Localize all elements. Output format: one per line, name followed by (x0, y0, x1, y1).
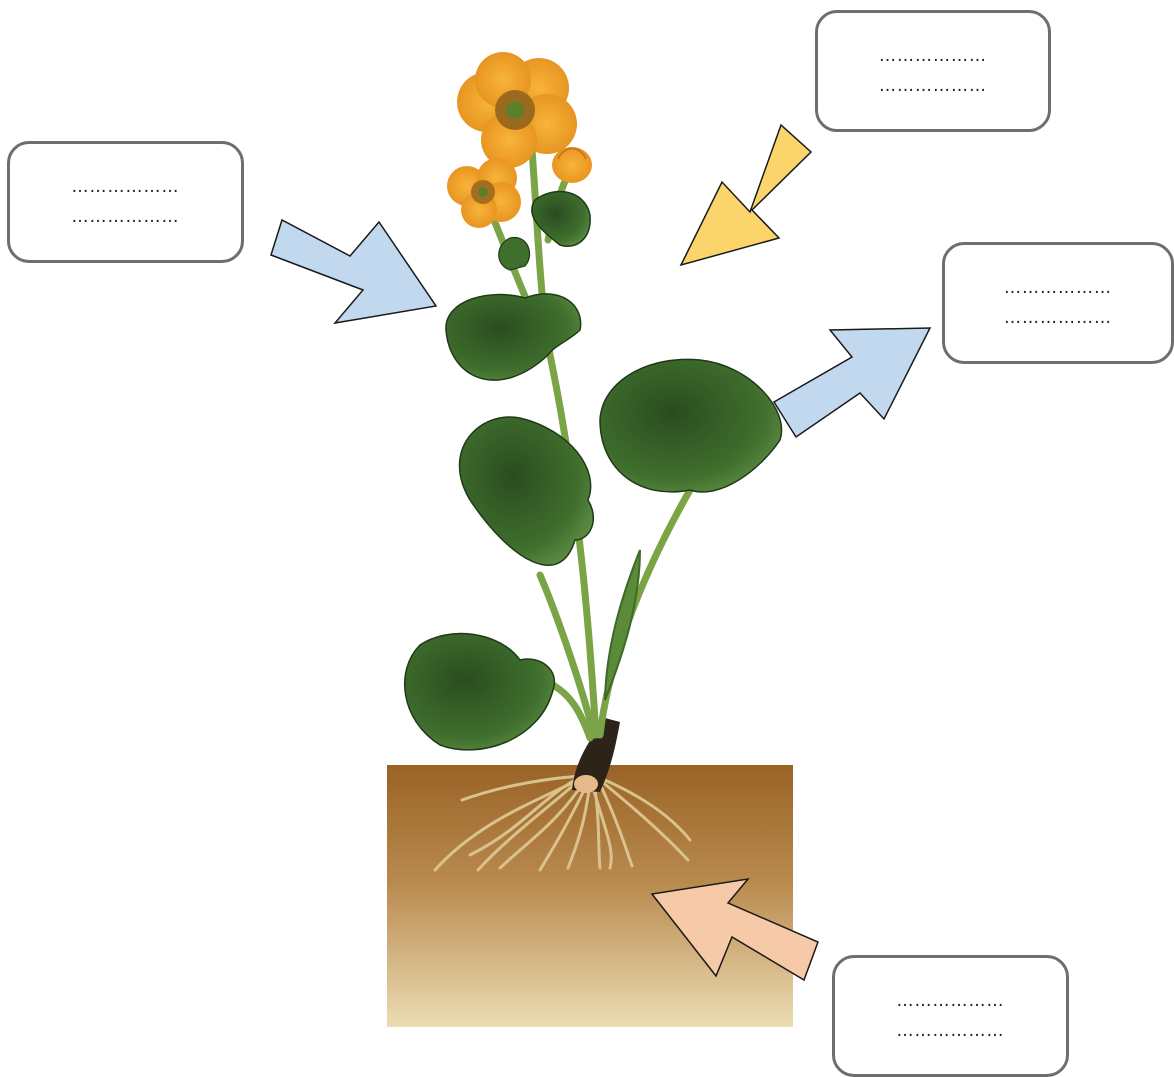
flower-large (457, 52, 577, 168)
arrow-stem (271, 220, 436, 323)
root-crown (574, 775, 598, 793)
label-line: ……………… (72, 202, 180, 232)
label-line: ……………… (1004, 273, 1112, 303)
arrow-leaf (774, 328, 930, 437)
leaf-mid-left (460, 417, 594, 565)
label-line: ……………… (879, 41, 987, 71)
arrow-flower (681, 125, 811, 265)
flower-small (447, 158, 521, 228)
bud-leaf (499, 238, 530, 270)
label-line: ……………… (1004, 303, 1112, 333)
label-line: ……………… (879, 71, 987, 101)
leaf-right (600, 359, 782, 492)
label-box-stem[interactable]: ……………… ……………… (7, 141, 244, 263)
label-box-flower[interactable]: ……………… ……………… (815, 10, 1051, 132)
leaf-lower (405, 634, 555, 750)
label-box-root[interactable]: ……………… ……………… (832, 955, 1069, 1077)
label-line: ……………… (897, 986, 1005, 1016)
label-line: ……………… (897, 1016, 1005, 1046)
flower-bud (552, 147, 592, 183)
label-line: ……………… (72, 172, 180, 202)
sheath-leaf (605, 550, 640, 700)
leaf-upper (446, 294, 581, 380)
label-box-leaf[interactable]: ……………… ……………… (942, 242, 1174, 364)
